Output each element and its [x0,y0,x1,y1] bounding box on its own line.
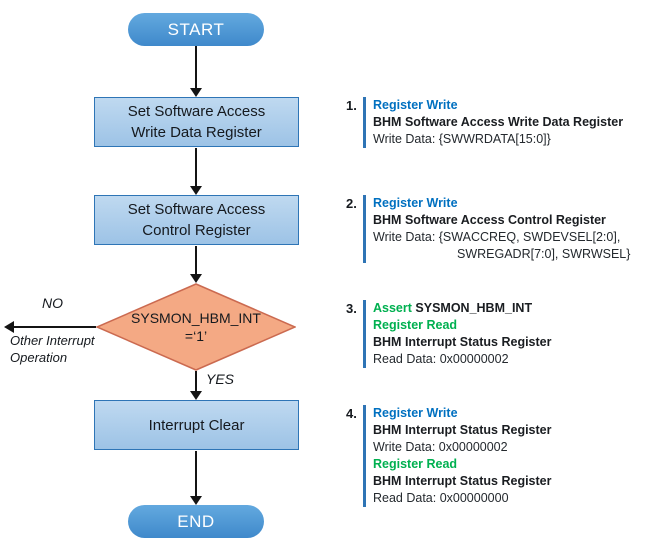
process-box-line: Interrupt Clear [148,416,245,434]
annotation-detail: Read Data: 0x00000000 [373,491,509,505]
annotation-detail: Write Data: {SWWRDATA[15:0]} [373,132,551,146]
process-box-line: Set Software Access [127,201,266,218]
annotation-action: Register Read [373,318,458,332]
process-box-line: Set Software Access [127,103,266,120]
annotation-register: BHM Software Access Control Register [373,213,606,227]
yes-branch-label: YES [206,371,235,387]
annotation-action: Register Write [373,196,458,210]
arrow-line [195,451,197,496]
arrow-down-icon [190,186,202,195]
annotation-bar [363,195,366,263]
annotation-action: Register Write [373,98,458,112]
process-box-line: Write Data Register [131,124,262,141]
no-branch-label: NO [42,295,63,311]
annotation-text: Register Write BHM Interrupt Status Regi… [373,405,552,507]
annotation-assert-line: Assert SYSMON_HBM_INT [373,300,552,317]
annotation-text: Register Write BHM Software Access Contr… [373,195,630,263]
annotation-detail-continued: SWREGADR[7:0], SWRWSEL} [457,247,631,261]
annotation-action: Register Read [373,457,458,471]
end-node: END [128,505,264,538]
arrow-down-icon [190,496,202,505]
decision-diamond-label: SYSMON_HBM_INT =‘1’ [96,283,296,371]
annotation-assert-signal: SYSMON_HBM_INT [415,301,533,315]
no-branch-note-line: Operation [10,350,68,365]
arrow-line [195,46,197,88]
annotation-text: Register Write BHM Software Access Write… [373,97,623,148]
annotation-detail: Read Data: 0x00000002 [373,352,509,366]
annotation-register: BHM Software Access Write Data Register [373,115,624,129]
annotation-bar [363,300,366,368]
decision-diamond-shape [96,283,296,371]
annotation-number: 2. [346,196,357,211]
annotation-bar [363,405,366,507]
process-box-set-control-register: Set Software Access Control Register [94,195,299,245]
annotation-action: Register Write [373,406,458,420]
annotation-register: BHM Interrupt Status Register [373,423,552,437]
start-node: START [128,13,264,46]
annotation-register: BHM Interrupt Status Register [373,335,552,349]
annotation-detail: Write Data: 0x00000002 [373,440,508,454]
annotation-number: 4. [346,406,357,421]
process-box-set-write-data-register: Set Software Access Write Data Register [94,97,299,147]
no-branch-note: Other Interrupt Operation [10,332,95,366]
decision-line: =‘1’ [184,328,208,344]
annotation-register: BHM Interrupt Status Register [373,474,552,488]
annotation-detail: Write Data: {SWACCREQ, SWDEVSEL[2:0], [373,230,621,244]
arrow-down-icon [190,391,202,400]
arrow-down-icon [190,88,202,97]
decision-line: SYSMON_HBM_INT [131,310,261,326]
annotation-number: 1. [346,98,357,113]
annotation-text: Assert SYSMON_HBM_INT Register Read BHM … [373,300,552,368]
process-box-line: Control Register [142,222,251,239]
annotation-number: 3. [346,301,357,316]
arrow-left-icon [4,321,14,333]
annotation-bar [363,97,366,148]
annotation-assert-label: Assert [373,301,412,315]
no-branch-line [14,326,96,328]
no-branch-note-line: Other Interrupt [10,333,95,348]
arrow-down-icon [190,274,202,283]
arrow-line [195,246,197,274]
arrow-line [195,148,197,186]
arrow-line [195,371,197,391]
process-box-interrupt-clear: Interrupt Clear [94,400,299,450]
